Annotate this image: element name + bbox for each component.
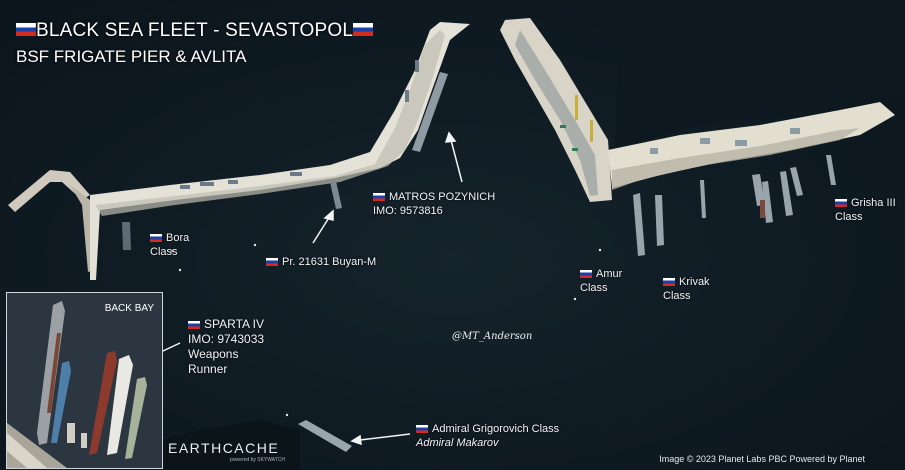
russian-flag-icon bbox=[188, 321, 200, 329]
page-subtitle: BSF FRIGATE PIER & AVLITA bbox=[16, 47, 247, 66]
inset-ship-4 bbox=[89, 351, 117, 455]
russian-flag-icon bbox=[16, 23, 36, 36]
title-line1: BLACK SEA FLEET - SEVASTOPOL bbox=[36, 20, 354, 41]
inset-ship-sparta-iv bbox=[107, 355, 133, 455]
inset-title: BACK BAY bbox=[104, 303, 154, 314]
russian-flag-icon bbox=[353, 23, 374, 36]
moored-ships bbox=[633, 155, 836, 256]
russian-flag-icon bbox=[266, 258, 278, 266]
inset-ship-2 bbox=[51, 361, 71, 443]
back-bay-inset: BACK BAY bbox=[6, 292, 163, 469]
bora-class-ship bbox=[122, 222, 131, 250]
earthcache-logo-subtitle: powered by SKYWATCH bbox=[230, 457, 286, 463]
image-credit: Image © 2023 Planet Labs PBC Powered by … bbox=[659, 454, 865, 464]
russian-flag-icon bbox=[150, 234, 162, 242]
author-watermark: @MT_Anderson bbox=[452, 331, 533, 342]
admiral-makarov-ship bbox=[298, 420, 352, 452]
russian-flag-icon bbox=[835, 199, 847, 207]
russian-flag-icon bbox=[663, 278, 675, 286]
back-bay-scene bbox=[7, 293, 162, 468]
russian-flag-icon bbox=[373, 193, 385, 201]
russian-flag-icon bbox=[416, 425, 428, 433]
buyan-m-ship bbox=[330, 181, 342, 209]
earthcache-logo: EARTHCACHE bbox=[168, 440, 280, 456]
label-buyan-m: Pr. 21631 Buyan-M bbox=[266, 255, 376, 269]
left-breakwater bbox=[8, 170, 90, 212]
page-title: BLACK SEA FLEET - SEVASTOPOL bbox=[16, 20, 374, 42]
russian-flag-icon bbox=[580, 270, 592, 278]
